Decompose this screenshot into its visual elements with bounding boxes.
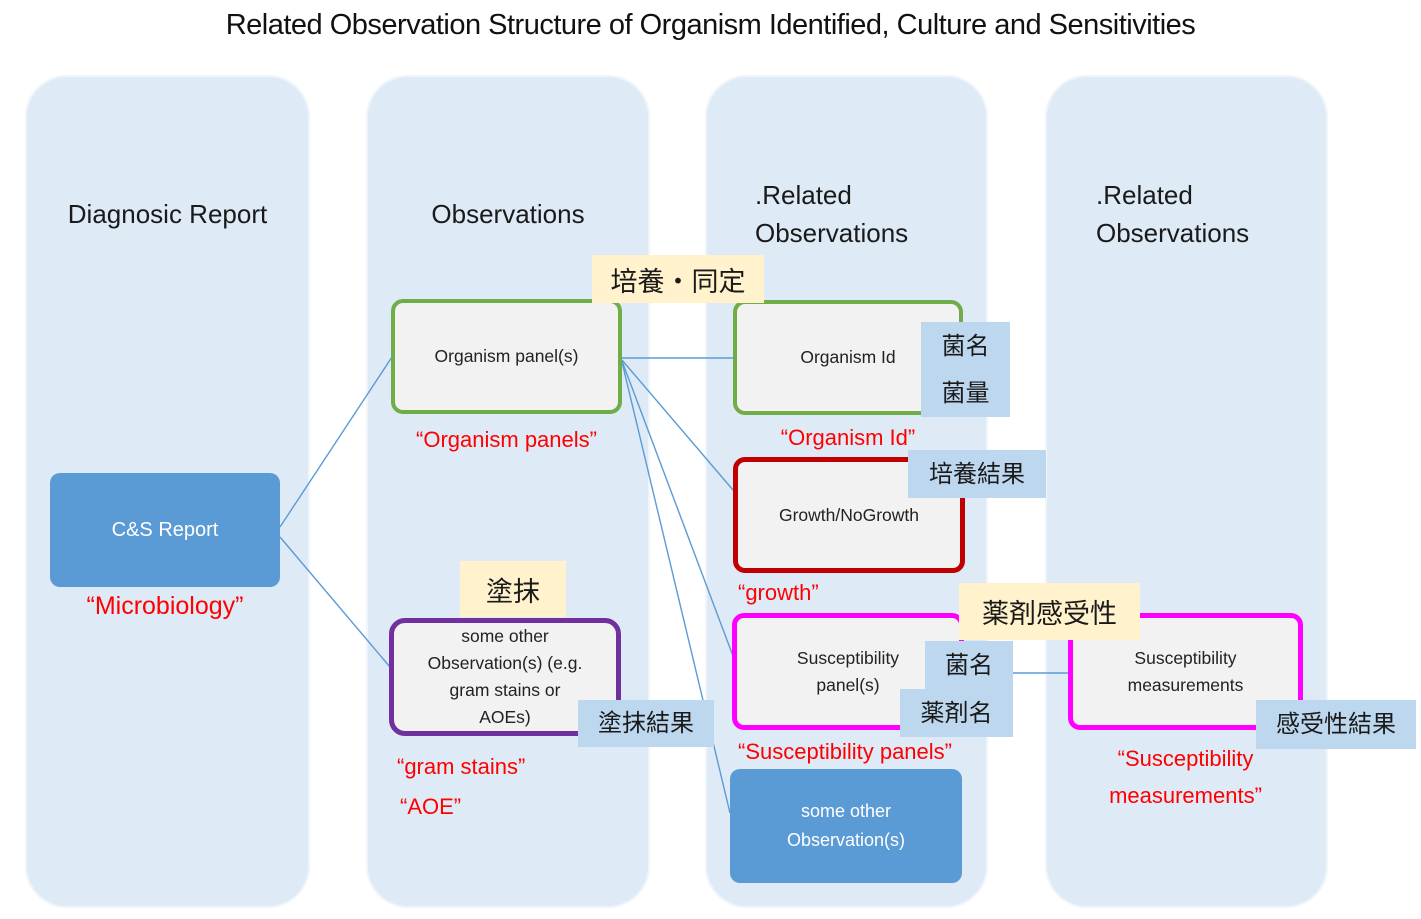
tag-organism-name: 菌名 <box>925 641 1013 690</box>
label-growth: “growth” <box>738 580 819 605</box>
diagram-title: Related Observation Structure of Organis… <box>225 9 1196 41</box>
tag-susceptibility-result: 感受性結果 <box>1256 700 1416 749</box>
node-organism-panels: Organism panel(s) <box>391 299 622 414</box>
heading-related-observations-2: .Related Observations <box>1096 180 1250 248</box>
heading-observations: Observations <box>431 199 585 229</box>
node-cs-report: C&S Report <box>50 473 280 587</box>
label-susceptibility-measurements: “Susceptibility measurements” <box>1109 746 1262 808</box>
tag-culture-identification: 培養・同定 <box>592 255 764 303</box>
connector-organismpanels-growth <box>621 359 734 491</box>
tag-culture-result: 培養結果 <box>908 450 1046 498</box>
heading-related-observations-1: .Related Observations <box>755 180 909 248</box>
label-aoe: “AOE” <box>400 794 462 819</box>
tag-drug-susceptibility: 薬剤感受性 <box>959 583 1140 640</box>
label-organism-panels: “Organism panels” <box>416 427 597 452</box>
connector-csreport-organismpanels <box>279 356 393 528</box>
tag-drug-name: 薬剤名 <box>900 689 1013 737</box>
column-related-observations-2 <box>1045 75 1328 908</box>
column-observations <box>366 75 650 908</box>
node-some-other-observations: some other Observation(s) <box>730 769 962 883</box>
label-organism-id: “Organism Id” <box>780 425 916 450</box>
tag-smear-result: 塗抹結果 <box>578 700 714 747</box>
connector-organismpanels-susceptibilitypanels <box>621 360 734 657</box>
tag-organism-name-amount: 菌名 菌量 <box>921 322 1010 417</box>
label-susceptibility-panels: “Susceptibility panels” <box>738 739 952 764</box>
tag-smear: 塗抹 <box>460 561 566 617</box>
heading-diagnostic-report: Diagnosic Report <box>67 199 268 229</box>
connector-csreport-gramstains <box>279 536 391 668</box>
label-gram-stains: “gram stains” <box>397 754 526 779</box>
label-microbiology: “Microbiology” <box>86 592 244 620</box>
